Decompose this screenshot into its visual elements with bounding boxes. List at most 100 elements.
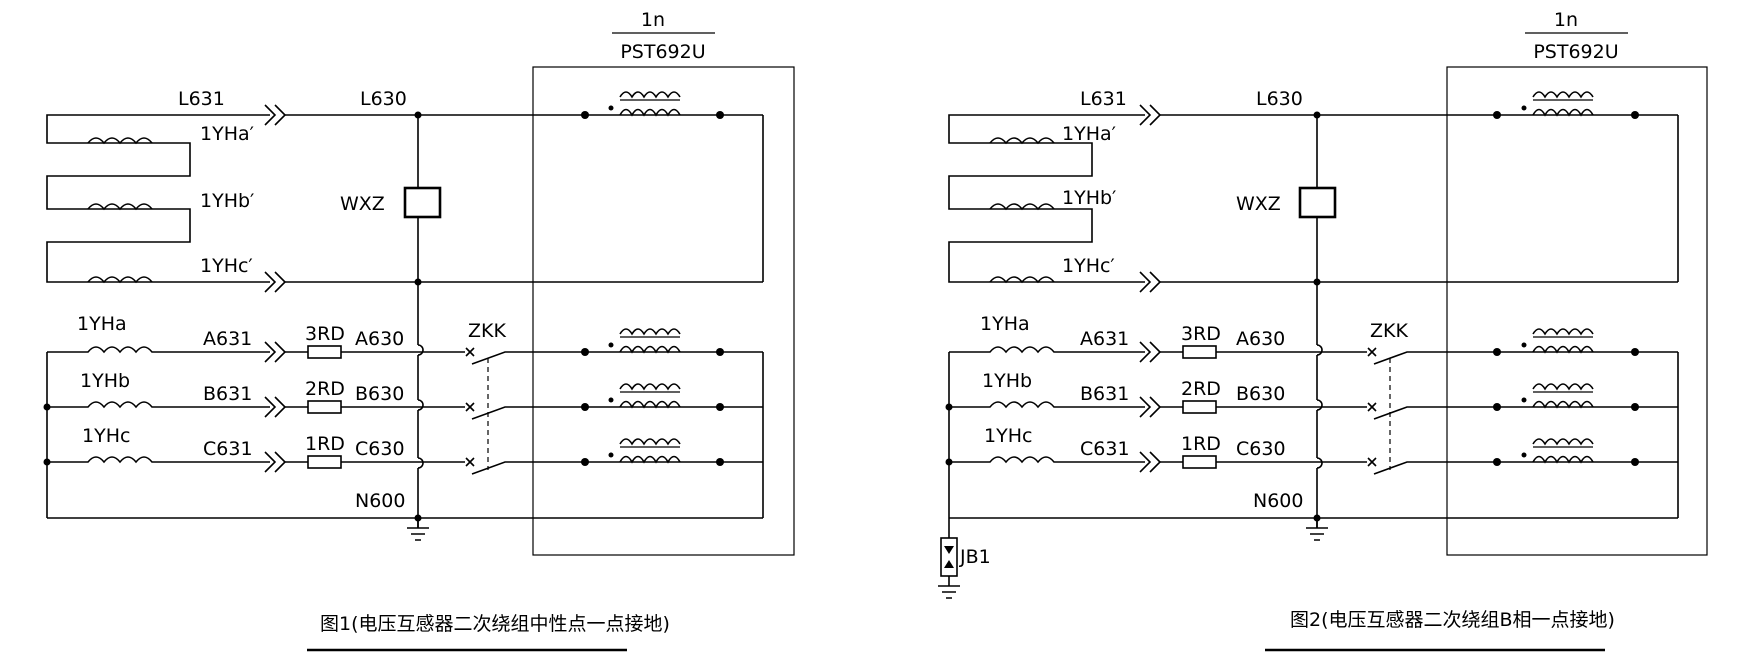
junction-dot xyxy=(945,458,953,466)
wire-a630-label: A630 xyxy=(1236,328,1285,350)
zkk-label: ZKK xyxy=(1370,320,1408,342)
winding-c-label: 1YHc xyxy=(82,425,130,447)
wire-b631-label: B631 xyxy=(1080,383,1129,405)
transformer-b-icon xyxy=(581,383,724,411)
device-box xyxy=(532,66,795,556)
winding-c-prime-label: 1YHc′ xyxy=(1062,255,1115,277)
wire-b630-label: B630 xyxy=(355,383,404,405)
switch-contact-icon xyxy=(465,347,475,467)
winding-b-label: 1YHb xyxy=(982,370,1032,392)
coil-a-prime-icon xyxy=(87,137,153,145)
fuse-c-label: 1RD xyxy=(305,433,345,455)
zkk-label: ZKK xyxy=(468,320,506,342)
transformer-l-icon xyxy=(1493,91,1639,119)
wire-l630-label: L630 xyxy=(1256,88,1303,110)
crossover-icon xyxy=(417,457,424,469)
junction-dot xyxy=(43,403,51,411)
wxz-label: WXZ xyxy=(340,193,385,215)
junction-dot xyxy=(1313,111,1321,119)
wire-a630-label: A630 xyxy=(355,328,404,350)
wire-b630-label: B630 xyxy=(1236,383,1285,405)
fuse-b-icon xyxy=(1182,400,1217,414)
winding-b-label: 1YHb xyxy=(80,370,130,392)
fuse-c-label: 1RD xyxy=(1181,433,1221,455)
transformer-a-icon xyxy=(581,328,724,356)
phase-b-winding xyxy=(949,401,1145,409)
junction-dot xyxy=(945,403,953,411)
ground-icon xyxy=(1306,518,1328,541)
wxz-label: WXZ xyxy=(1236,193,1281,215)
winding-b-prime-label: 1YHb′ xyxy=(1062,187,1116,209)
junction-dot xyxy=(43,458,51,466)
wire-a631-label: A631 xyxy=(1080,328,1129,350)
caption: 图1(电压互感器二次绕组中性点一点接地) xyxy=(320,613,670,635)
crossover-icon xyxy=(1316,457,1323,469)
transformer-c-icon xyxy=(1493,438,1639,466)
coil-a-prime-icon xyxy=(989,137,1055,145)
fuse-c-icon xyxy=(1182,455,1217,469)
wire-l631-label: L631 xyxy=(1080,88,1127,110)
phase-a-winding xyxy=(47,346,270,354)
caption: 图2(电压互感器二次绕组B相一点接地) xyxy=(1290,609,1615,631)
device-number: 1n xyxy=(1554,9,1578,31)
device-number: 1n xyxy=(641,9,665,31)
crossover-icon xyxy=(417,399,424,411)
fuse-b-label: 2RD xyxy=(1181,378,1221,400)
arrester-jb1-icon xyxy=(940,537,958,577)
wire-a631-label: A631 xyxy=(203,328,252,350)
jb-label: JB1 xyxy=(959,546,991,568)
diagram-2: 1n PST692U 1YHa′ 1YHb′ 1YHc′ L631 L630 W… xyxy=(938,9,1708,652)
winding-b-prime-label: 1YHb′ xyxy=(200,190,254,212)
wire-c630-label: C630 xyxy=(1236,438,1286,460)
junction-dot xyxy=(414,278,422,286)
crossover-icon xyxy=(1316,399,1323,411)
switch-blade xyxy=(1373,351,1678,475)
fuse-b-label: 2RD xyxy=(305,378,345,400)
phase-b-winding xyxy=(47,401,270,409)
device-model: PST692U xyxy=(620,41,705,63)
ground-icon xyxy=(407,518,429,541)
wire-c630-label: C630 xyxy=(355,438,405,460)
fuse-a-label: 3RD xyxy=(1181,323,1221,345)
device-box xyxy=(1446,66,1708,556)
winding-a-prime-label: 1YHa′ xyxy=(200,123,254,145)
switch-contact-icon xyxy=(1367,347,1377,467)
wire-l631-label: L631 xyxy=(178,88,225,110)
open-delta-loop xyxy=(46,114,270,283)
junction-dot xyxy=(1313,278,1321,286)
crossover-icon xyxy=(1316,344,1323,356)
neutral-label: N600 xyxy=(355,490,405,512)
fuse-c-icon xyxy=(307,455,342,469)
coil-c-prime-icon xyxy=(87,276,153,284)
transformer-a-icon xyxy=(1493,328,1639,356)
wire-c631-label: C631 xyxy=(1080,438,1130,460)
winding-c-label: 1YHc xyxy=(984,425,1032,447)
coil-c-prime-icon xyxy=(989,276,1055,284)
transformer-c-icon xyxy=(581,438,724,466)
diagram-1: 1n PST692U 1YHa′ 1YHb′ 1YHc′ L631 L630 W… xyxy=(43,9,795,652)
phase-c-winding xyxy=(47,456,270,464)
wire-b631-label: B631 xyxy=(203,383,252,405)
fuse-a-icon xyxy=(1182,345,1217,359)
coil-b-prime-icon xyxy=(989,203,1055,211)
switch-blade xyxy=(471,351,763,475)
device-model: PST692U xyxy=(1533,41,1618,63)
wire-l630-label: L630 xyxy=(360,88,407,110)
winding-a-label: 1YHa xyxy=(980,313,1030,335)
arrester-triangles xyxy=(944,546,954,568)
winding-a-label: 1YHa xyxy=(77,313,127,335)
fuse-a-icon xyxy=(307,345,342,359)
open-delta-loop xyxy=(948,114,1145,283)
phase-c-winding xyxy=(949,456,1145,464)
junction-dot xyxy=(414,111,422,119)
ground-icon xyxy=(938,576,960,599)
wxz-relay-box xyxy=(403,186,442,219)
winding-c-prime-label: 1YHc′ xyxy=(200,255,253,277)
fuse-a-label: 3RD xyxy=(305,323,345,345)
transformer-l-icon xyxy=(581,91,724,119)
transformer-b-icon xyxy=(1493,383,1639,411)
neutral-label: N600 xyxy=(1253,490,1303,512)
wxz-relay-box xyxy=(1298,186,1337,219)
fuse-b-icon xyxy=(307,400,342,414)
